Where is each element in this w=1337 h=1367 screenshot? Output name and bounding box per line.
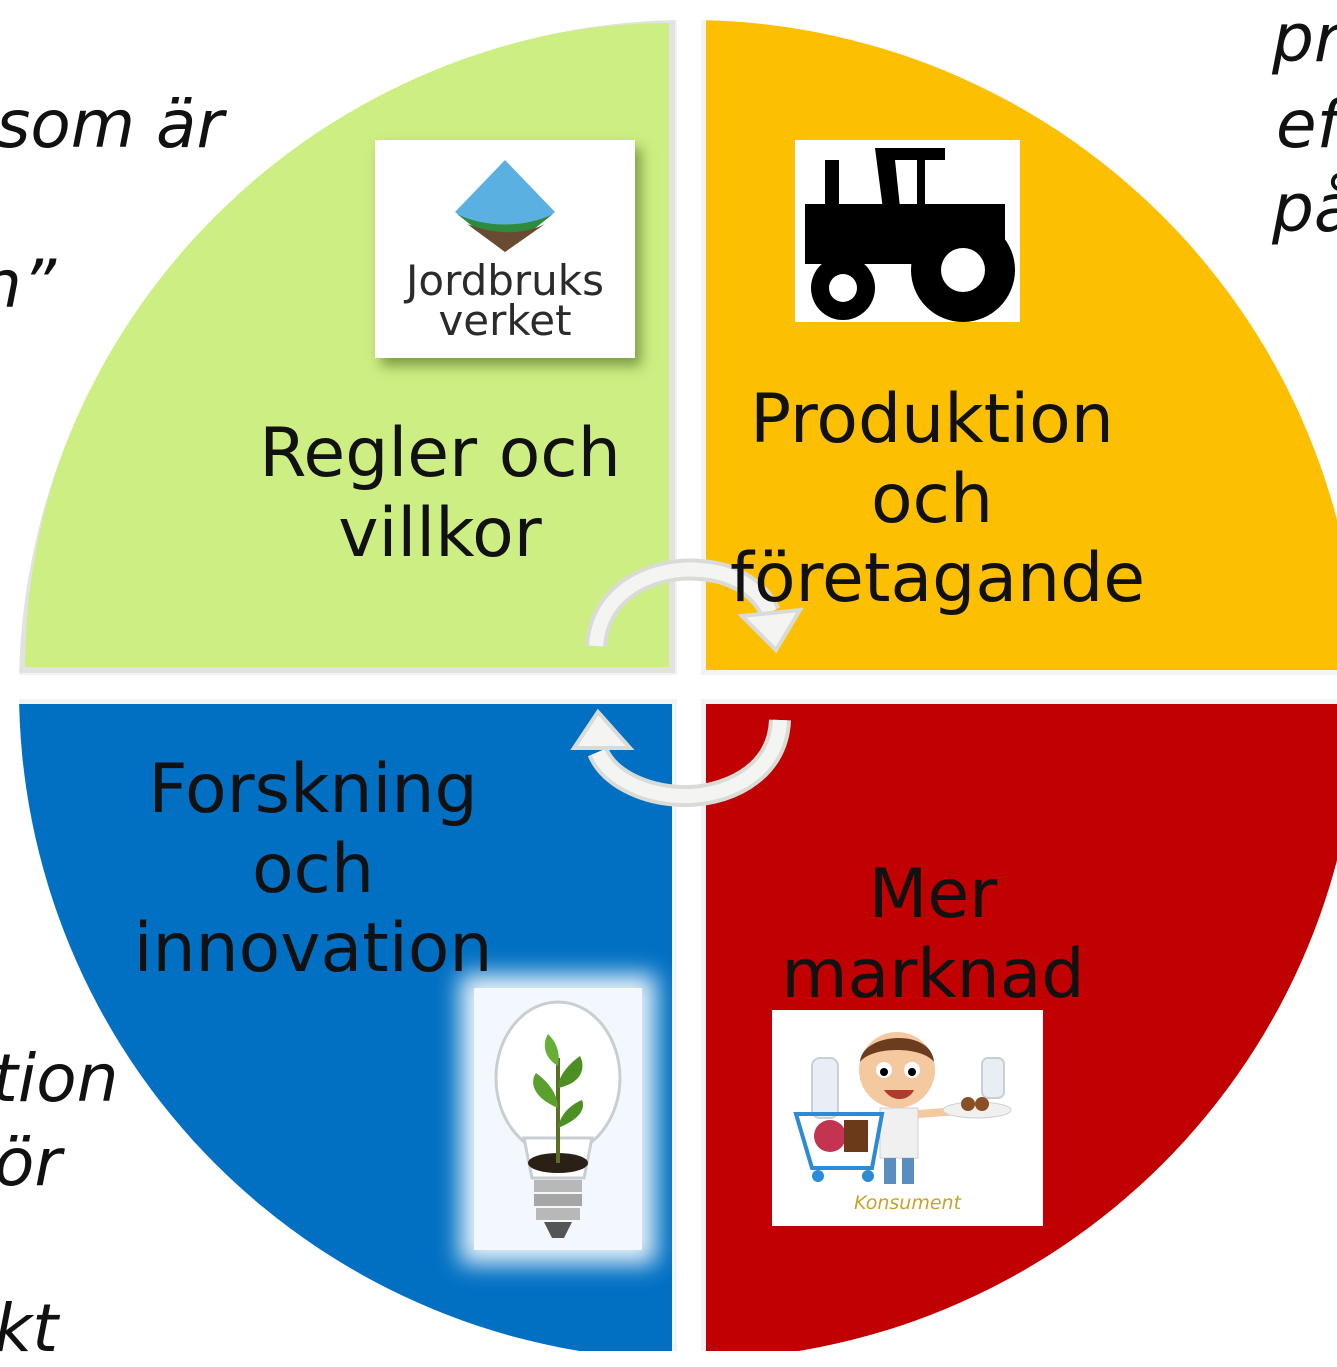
label-line: företagande bbox=[730, 539, 1146, 619]
label-forskning-och-innovation: Forskning och innovation bbox=[130, 750, 496, 989]
right-fragment-3: på bbox=[1272, 170, 1337, 247]
label-line: Forskning bbox=[148, 750, 478, 829]
lightbulb-plant-icon bbox=[474, 988, 642, 1250]
label-line: Regler och bbox=[259, 414, 621, 493]
tractor-icon bbox=[795, 140, 1020, 322]
label-line: Mer bbox=[868, 855, 998, 934]
label-line: villkor bbox=[338, 493, 542, 573]
consumer-shopping-icon: Konsument bbox=[772, 1010, 1043, 1226]
right-fragment-2: ef bbox=[1276, 86, 1337, 163]
left-fragment-5: kt bbox=[0, 1290, 59, 1367]
konsument-caption: Konsument bbox=[853, 1192, 962, 1214]
jordbruksverket-logo-icon: Jordbruks verket bbox=[375, 140, 635, 358]
label-line: och bbox=[870, 459, 994, 539]
label-line: Produktion bbox=[750, 380, 1114, 459]
right-fragment-1: pr bbox=[1272, 0, 1337, 77]
label-produktion-och-foretagande: Produktion och företagande bbox=[730, 380, 1146, 619]
label-regler-och-villkor: Regler och villkor bbox=[240, 414, 640, 573]
left-fragment-4: ör bbox=[0, 1124, 62, 1201]
label-line: och bbox=[251, 829, 375, 909]
label-mer-marknad: Mer marknad bbox=[770, 855, 1096, 1014]
left-fragment-3: tion bbox=[0, 1040, 119, 1117]
logo-word-2: verket bbox=[438, 296, 572, 345]
left-fragment-2: n” bbox=[0, 246, 57, 323]
label-line: marknad bbox=[781, 934, 1085, 1014]
logo-word-1: Jordbruks bbox=[405, 256, 605, 305]
cycle-arrows-icon bbox=[570, 558, 804, 808]
left-fragment-1: som är bbox=[0, 86, 224, 163]
label-line: innovation bbox=[133, 909, 493, 989]
